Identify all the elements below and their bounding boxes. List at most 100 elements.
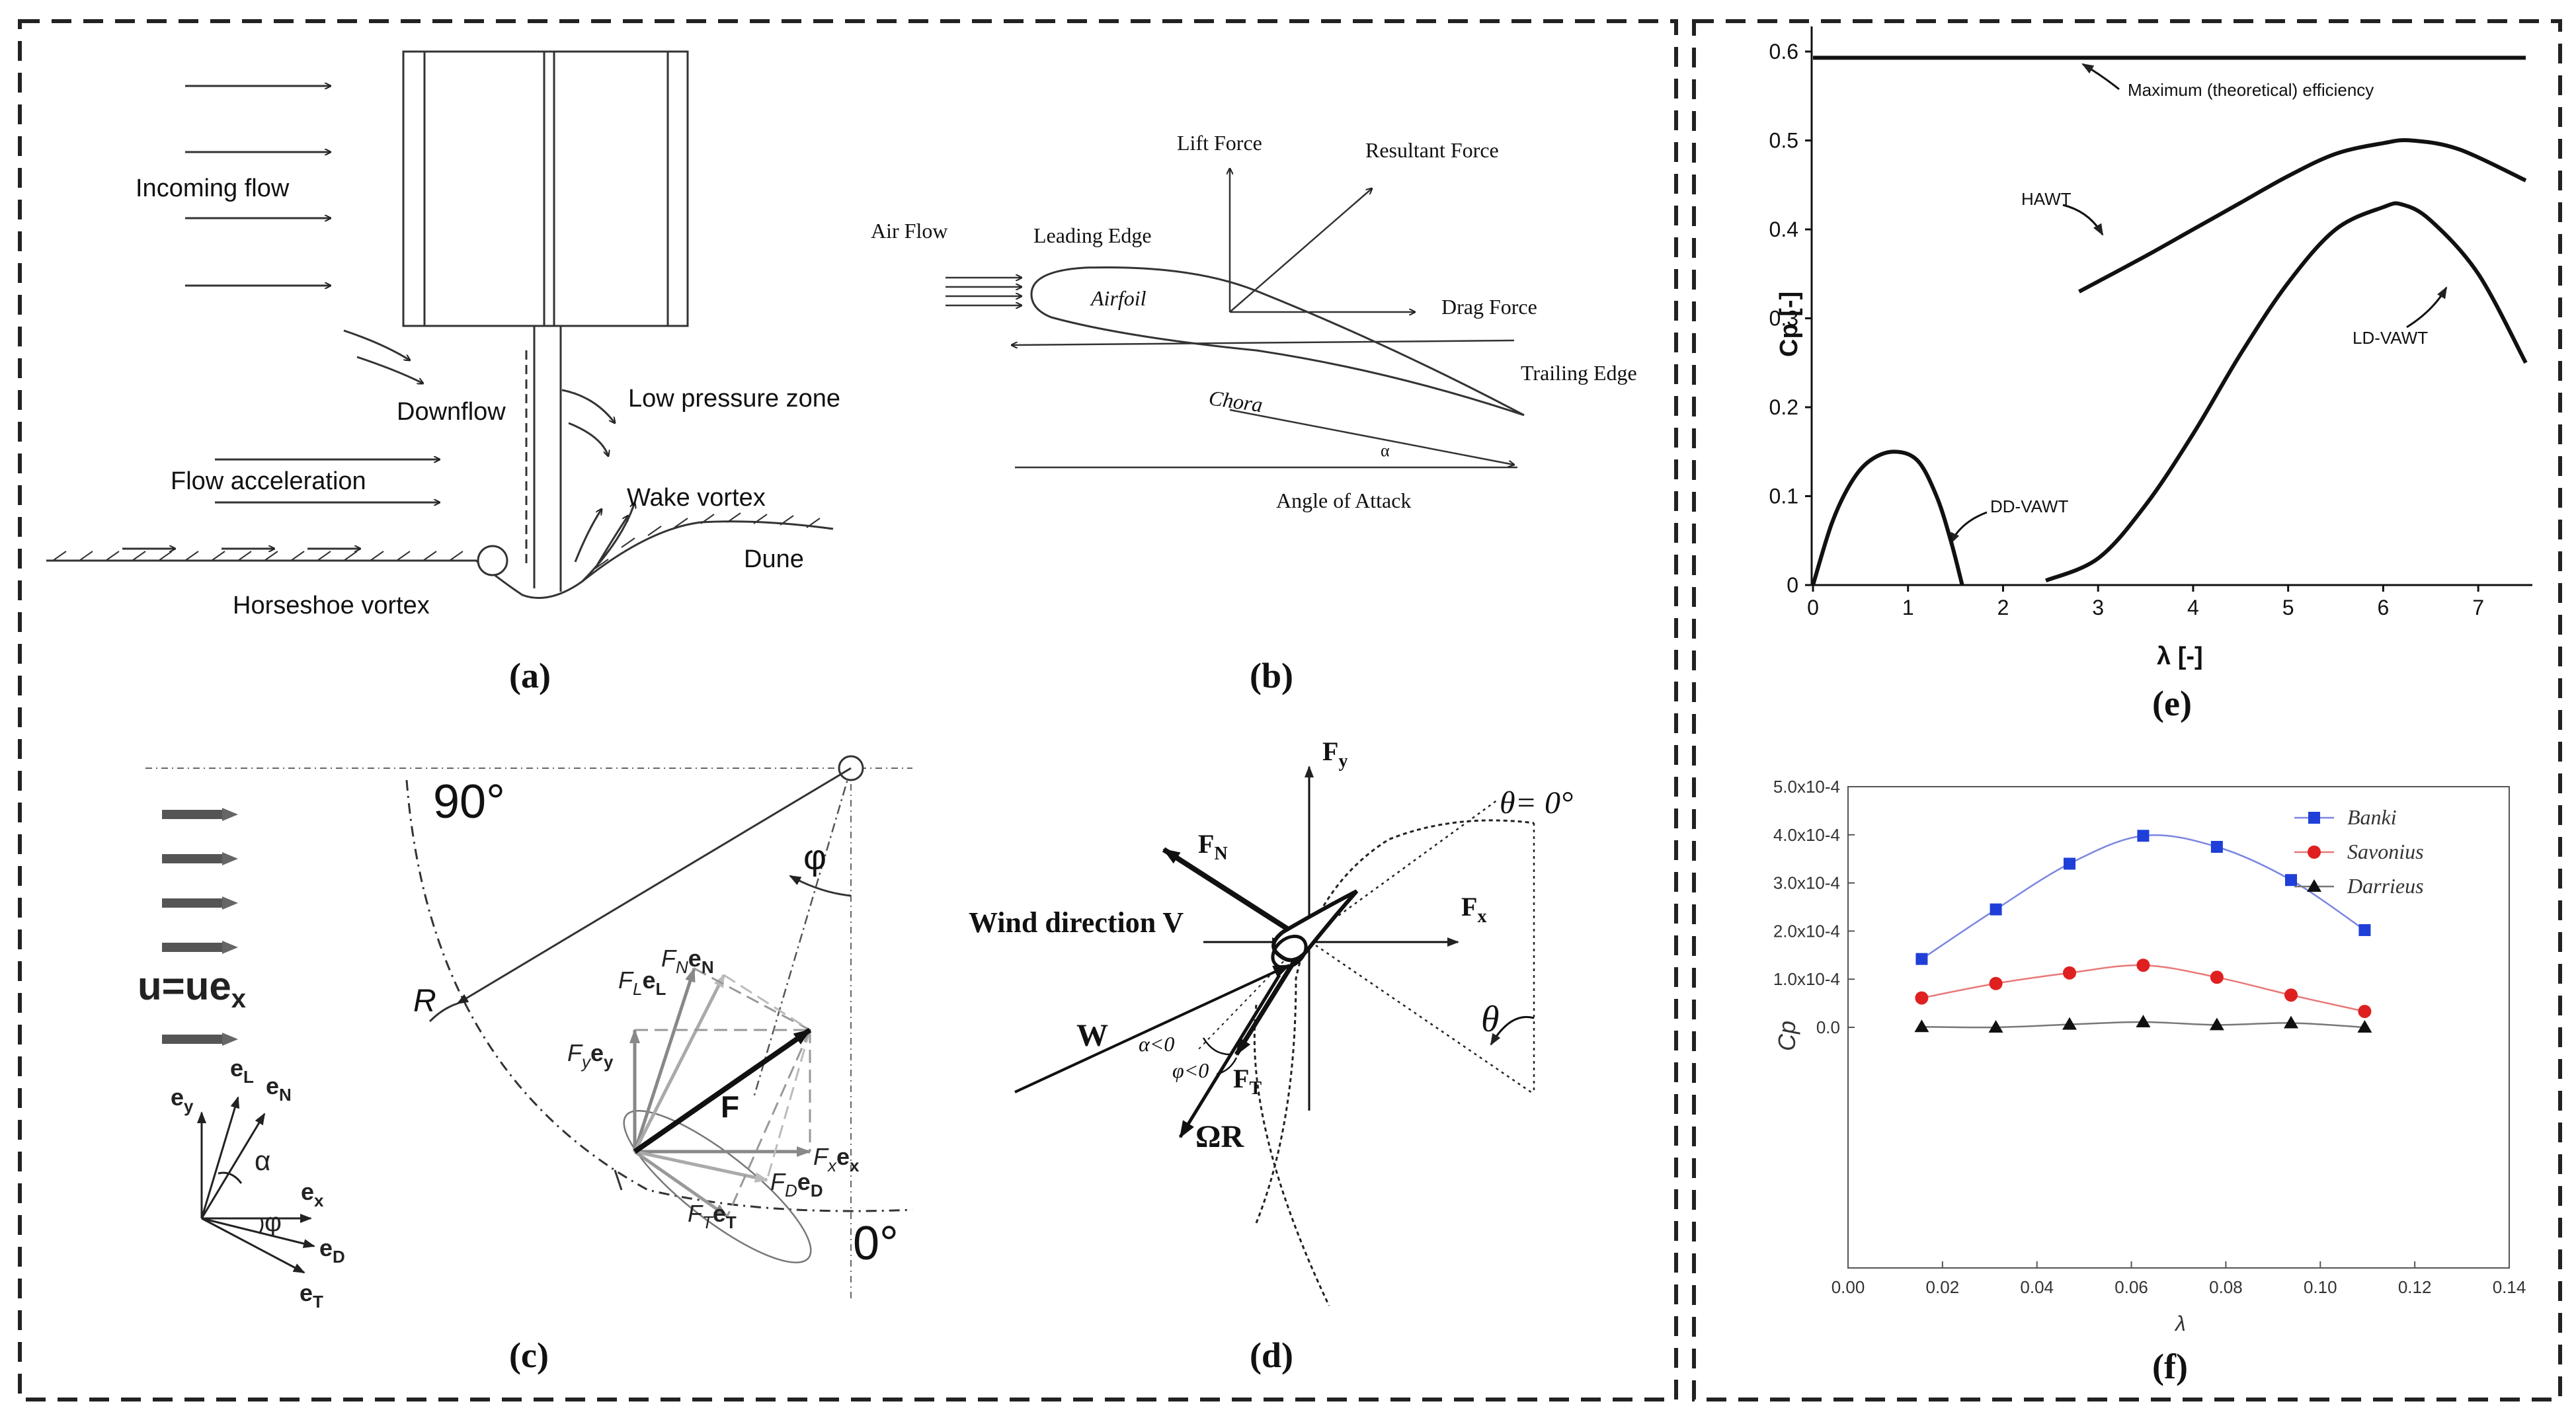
f-y-tick-label: 2.0x10-4 (1773, 921, 1840, 941)
f-x-tick-label: 0.00 (1831, 1277, 1865, 1297)
f-point-banki (2210, 841, 2223, 853)
wake-vortex-arrows (574, 502, 635, 583)
wind-direction-label: Wind direction V (969, 906, 1184, 939)
phi-arc-d (1216, 1057, 1238, 1076)
Fx-label: Fx (1461, 892, 1486, 927)
theta-zero-label: θ= 0° (1500, 785, 1573, 820)
f-point-darrieus (2357, 1020, 2372, 1033)
force-F-label: F (721, 1089, 739, 1124)
airfoil-label: Airfoil (1090, 286, 1147, 310)
f-x-tick-label: 0.10 (2304, 1277, 2337, 1297)
FDeD-label: FDeD (770, 1168, 823, 1201)
e-xlabel: λ [-] (2157, 643, 2203, 670)
panel-c-label: (c) (509, 1335, 549, 1375)
f-point-banki (2285, 874, 2297, 887)
f-point-banki (1990, 903, 2002, 916)
Fxex-label: Fxex (813, 1143, 860, 1175)
e-y-tick-label: 0.2 (1769, 395, 1798, 419)
f-point-savonius (2358, 1004, 2372, 1018)
blade-tick (614, 1169, 623, 1191)
e-annot-ld: LD-VAWT (2353, 328, 2428, 348)
panel-e-label: (e) (2152, 684, 2192, 723)
turbine-tower (525, 326, 562, 592)
radius-label: R (413, 984, 436, 1019)
f-legend-marker (2307, 879, 2321, 892)
trailing-edge-label: Trailing Edge (1521, 361, 1637, 385)
f-point-banki (2358, 924, 2371, 936)
resultant-force-label: Resultant Force (1365, 138, 1499, 162)
f-y-tick-label: 1.0x10-4 (1773, 969, 1840, 989)
e-y-label: ey (171, 1084, 194, 1116)
blade-ellipse (623, 1110, 812, 1263)
downflow-arrows (343, 329, 423, 383)
horseshoe-vortex-circle (477, 545, 508, 576)
e-y-tick-label: 0 (1787, 573, 1798, 597)
e-x-tick-label: 2 (1997, 596, 2009, 619)
f-x-tick-label: 0.08 (2209, 1277, 2243, 1297)
f-point-darrieus (2062, 1017, 2077, 1030)
f-ylabel: Cp (1773, 1021, 1800, 1051)
f-y-tick-label: 0.0 (1816, 1017, 1840, 1037)
f-point-darrieus (2136, 1014, 2151, 1027)
acceleration-arrows (122, 459, 440, 549)
f-point-savonius (2284, 988, 2298, 1002)
drag-force-label: Drag Force (1441, 295, 1537, 319)
e-x-tick-label: 5 (2282, 596, 2294, 619)
dune-label: Dune (744, 545, 804, 573)
panel-e-chart: Maximum (theoretical) efficiency HAWT LD… (1769, 26, 2532, 723)
alpha-label: α (1381, 441, 1390, 460)
FN-label: FN (1198, 829, 1228, 864)
phi-label: φ (803, 838, 826, 877)
e-y-tick-label: 0.6 (1769, 40, 1798, 63)
e-annot-hawt-arrow (2062, 204, 2104, 236)
alpha-arc (1202, 1037, 1230, 1056)
air-flow-arrows (946, 278, 1022, 305)
omegaR-label: ΩR (1195, 1119, 1244, 1154)
incoming-flow-label: Incoming flow (136, 175, 290, 202)
f-point-savonius (2136, 959, 2150, 972)
e-D-label: eD (319, 1234, 345, 1267)
Fy-label: Fy (1322, 736, 1348, 771)
phi-small-label: φ (264, 1208, 282, 1237)
flow-acceleration-label: Flow acceleration (171, 467, 366, 495)
e-annot-ld-arrow (2406, 286, 2448, 329)
f-x-tick-label: 0.04 (2020, 1277, 2054, 1297)
e-annot-dd-arrow (1949, 511, 1988, 545)
e-x-tick-label: 4 (2187, 596, 2199, 619)
panel-d-label: (d) (1250, 1335, 1293, 1375)
f-point-savonius (1915, 991, 1929, 1005)
e-y-tick-label: 0.5 (1769, 129, 1798, 153)
ground (46, 512, 834, 599)
Fyey-label: Fyey (567, 1039, 614, 1072)
incoming-flow-arrows (185, 86, 331, 286)
force-components (629, 967, 812, 1218)
e-N-label: eN (266, 1072, 292, 1105)
f-y-tick-label: 5.0x10-4 (1773, 777, 1840, 797)
FLeL-label: FLeL (618, 966, 666, 999)
e-x-tick-label: 1 (1902, 596, 1914, 619)
rotor-path-lower (1253, 1004, 1330, 1306)
f-y-tick-label: 3.0x10-4 (1773, 873, 1840, 893)
phi-arc (789, 875, 852, 897)
f-legend-label: Banki (2347, 805, 2397, 829)
panel-f-label: (f) (2152, 1347, 2188, 1386)
W-label: W (1076, 1018, 1108, 1053)
horseshoe-vortex-label: Horseshoe vortex (233, 592, 430, 619)
alpha-label-c: α (255, 1145, 270, 1176)
angle-of-attack-label: Angle of Attack (1276, 489, 1411, 512)
airfoil-shape (1030, 266, 1525, 416)
FTeT-label: FTeT (688, 1200, 737, 1232)
flow-velocity-label: u=uex (138, 964, 246, 1013)
e-T-label: eT (300, 1279, 323, 1312)
theta-arc (1490, 1015, 1535, 1046)
f-point-darrieus (1914, 1019, 1929, 1033)
f-legend-marker (2308, 812, 2320, 824)
theta-label: θ (1481, 999, 1500, 1040)
right-frame (1692, 19, 2562, 1401)
f-x-tick-label: 0.06 (2114, 1277, 2148, 1297)
radius-leader (428, 1002, 458, 1023)
radius-line (456, 767, 852, 1005)
f-x-tick-label: 0.12 (2398, 1277, 2432, 1297)
